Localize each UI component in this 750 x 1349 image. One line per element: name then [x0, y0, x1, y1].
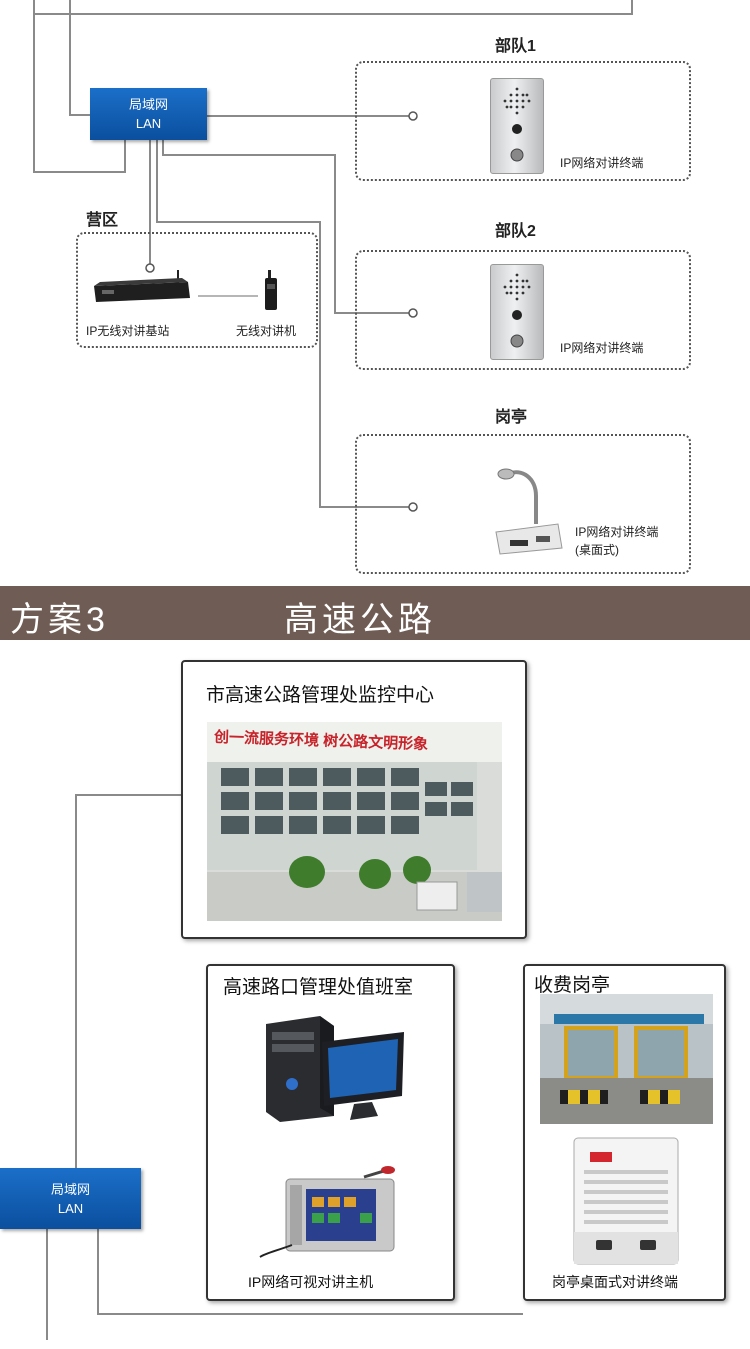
line-lan-unit2	[162, 140, 412, 314]
scheme-label: 方案3	[10, 601, 109, 639]
line-top-left-outer	[33, 0, 126, 173]
scheme-title: 高速公路	[284, 601, 436, 639]
unit1-terminal-image	[490, 78, 544, 174]
camp-group	[76, 232, 318, 348]
line-lan2-booth	[97, 1229, 523, 1315]
speaker-grille-icon	[503, 87, 531, 162]
guard-terminal-label-2: (桌面式)	[575, 543, 619, 557]
unit1-title: 部队1	[495, 38, 536, 55]
junction-unit2	[408, 308, 418, 318]
lan-box-bottom: 局域网 LAN	[0, 1168, 141, 1229]
lan-label-en: LAN	[135, 116, 162, 131]
desktop-terminal-icon	[495, 468, 563, 555]
lan-label-en: LAN	[57, 1200, 84, 1216]
unit2-terminal-label: IP网络对讲终端	[560, 341, 644, 355]
line-lan-guard	[156, 140, 412, 508]
monitor-center-title: 市高速公路管理处监控中心	[206, 685, 435, 706]
desktop-computer-icon	[266, 1016, 404, 1122]
guard-terminal-label-1: IP网络对讲终端	[575, 525, 659, 539]
unit2-group	[355, 250, 691, 370]
radio-icon	[265, 270, 277, 310]
line-top-left-inner	[69, 0, 90, 116]
lan-box-top: 局域网 LAN	[90, 88, 207, 140]
lan-label-cn: 局域网	[50, 1181, 90, 1197]
monitor-center-photo	[207, 722, 502, 921]
scheme-banner: 方案3 高速公路	[0, 586, 750, 640]
video-intercom-host-icon	[259, 1166, 395, 1258]
line-top-right	[34, 0, 633, 15]
speaker-grille-icon	[503, 273, 531, 348]
junction-guard	[408, 502, 418, 512]
toll-booth-photo	[540, 994, 713, 1124]
camp-title: 营区	[86, 212, 119, 229]
unit2-terminal-image	[490, 264, 544, 360]
lan-label-cn: 局域网	[128, 97, 168, 112]
duty-room-device-label: IP网络可视对讲主机	[248, 1274, 374, 1290]
guard-group	[355, 434, 691, 574]
base-station-label: IP无线对讲基站	[86, 324, 170, 338]
guard-title: 岗亭	[495, 409, 528, 426]
toll-booth-title: 收费岗亭	[534, 975, 611, 996]
desktop-intercom-terminal-icon	[573, 1137, 679, 1265]
junction-unit1	[408, 111, 418, 121]
duty-room-title: 高速路口管理处值班室	[223, 977, 414, 998]
base-station-icon	[94, 270, 190, 302]
radio-label: 无线对讲机	[236, 324, 297, 338]
line-lan2-monitor	[75, 794, 182, 1168]
unit1-terminal-label: IP网络对讲终端	[560, 156, 644, 170]
unit2-title: 部队2	[495, 223, 536, 240]
unit1-group	[355, 61, 691, 181]
junction-base	[145, 263, 155, 273]
toll-booth-device-label: 岗亭桌面式对讲终端	[552, 1274, 678, 1290]
